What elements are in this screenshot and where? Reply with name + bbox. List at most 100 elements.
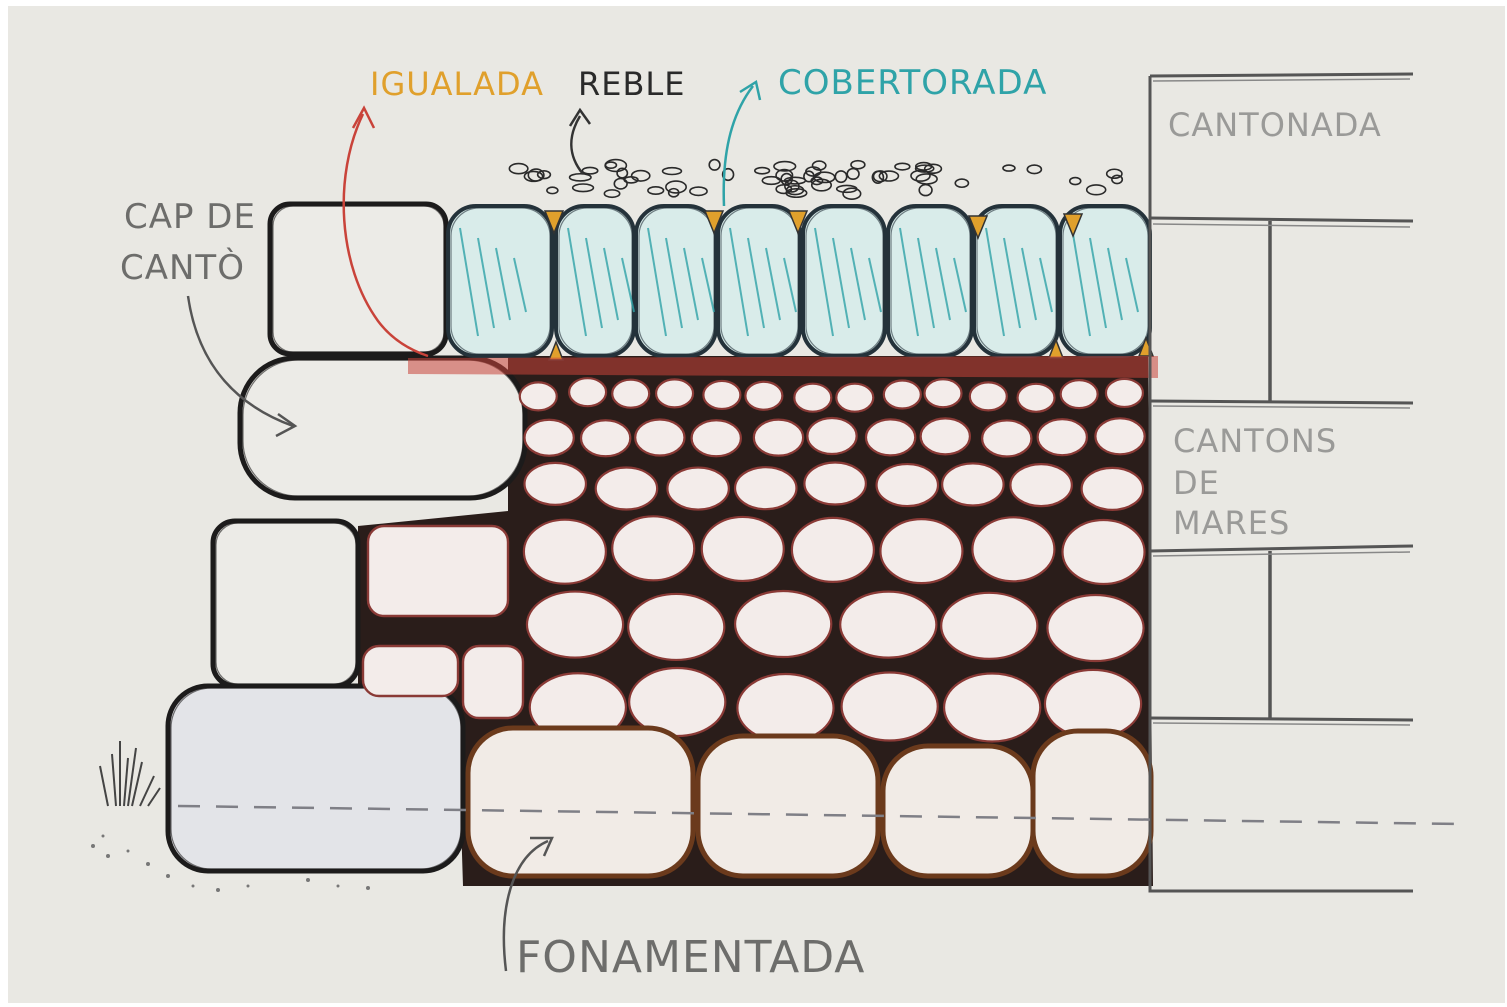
fill-stone	[944, 673, 1040, 741]
gravel	[690, 187, 707, 195]
fill-stone	[754, 420, 803, 456]
gravel	[632, 171, 650, 181]
fill-stone	[656, 379, 693, 407]
fill-stone	[525, 463, 586, 505]
gravel	[582, 167, 597, 174]
fill-stone	[1106, 379, 1143, 407]
foundation-stone	[1033, 731, 1151, 876]
fill-stone	[794, 384, 831, 412]
fill-stone	[463, 646, 523, 718]
gravel	[1027, 165, 1041, 174]
gravel	[1112, 175, 1122, 183]
fill-stone	[792, 518, 874, 582]
label-cantonada: CANTONADA	[1168, 104, 1382, 146]
gravel	[835, 171, 846, 182]
fill-stone	[941, 593, 1037, 659]
foundation-stone	[468, 728, 693, 876]
gravel	[509, 164, 527, 174]
fill-stone	[1061, 380, 1098, 408]
gravel	[1003, 165, 1015, 171]
fill-stone	[525, 420, 574, 456]
fill-stone	[921, 418, 970, 454]
fill-stone	[635, 420, 684, 456]
fill-stone	[1045, 670, 1141, 738]
gravel	[663, 168, 682, 175]
fill-stone	[735, 591, 831, 657]
corner-stone	[240, 358, 525, 498]
gravel	[1087, 185, 1106, 195]
fill-stone	[1018, 384, 1055, 412]
fill-stone	[368, 526, 508, 616]
fill-stone	[363, 646, 458, 696]
fill-stone	[807, 418, 856, 454]
label-fonamentada: FONAMENTADA	[516, 930, 865, 986]
fill-stone	[1082, 468, 1143, 510]
corner-stone	[168, 686, 463, 871]
fill-stone	[628, 594, 724, 660]
fill-stone	[880, 519, 962, 583]
fill-stone	[836, 384, 873, 412]
fill-stone	[1095, 418, 1144, 454]
gravel	[573, 184, 594, 192]
gravel	[843, 188, 861, 199]
fill-stone	[596, 468, 657, 510]
fill-stone	[804, 463, 865, 505]
label-igualada: IGUALADA	[370, 64, 544, 104]
fill-stone	[970, 382, 1007, 410]
gravel	[604, 190, 619, 197]
fill-stone	[942, 463, 1003, 505]
fill-stone	[524, 520, 606, 584]
fill-stone	[884, 380, 921, 408]
igualada-arrowhead	[353, 108, 374, 128]
corner-stone	[270, 204, 446, 354]
gravel	[648, 187, 664, 194]
foundation-stone	[883, 746, 1033, 876]
fill-stone	[745, 382, 782, 410]
gravel	[919, 185, 932, 196]
fill-stone	[737, 674, 833, 742]
fill-stone	[1038, 419, 1087, 455]
gravel	[1070, 178, 1081, 185]
gravel	[847, 169, 859, 180]
fill-stone	[840, 592, 936, 658]
label-reble: REBLE	[578, 64, 685, 104]
label-cantons-line1: CANTONS	[1173, 420, 1337, 462]
fill-stone	[702, 517, 784, 581]
fill-stone	[877, 464, 938, 506]
fill-stone	[972, 517, 1054, 581]
fill-stone	[1010, 464, 1071, 506]
reble-arrow	[571, 116, 583, 174]
gravel	[895, 163, 910, 170]
fill-stone	[569, 378, 606, 406]
gravel	[955, 179, 968, 187]
coping-stone	[448, 206, 552, 356]
foundation-stone	[698, 736, 878, 876]
fill-stone	[1063, 520, 1145, 584]
fill-stone	[925, 379, 962, 407]
fill-stone	[982, 420, 1031, 456]
fill-stone	[612, 516, 694, 580]
corner-stone	[213, 521, 358, 686]
sketch-paper: IGUALADA REBLE COBERTORADA CAP DE CANTÒ …	[8, 6, 1505, 1003]
fill-stone	[612, 380, 649, 408]
fill-stone	[527, 592, 623, 658]
fill-stone	[520, 382, 557, 410]
fill-stone	[667, 468, 728, 510]
cobertorada-arrow	[724, 86, 753, 206]
fill-stone	[692, 420, 741, 456]
fill-stone	[735, 467, 796, 509]
gravel	[1107, 169, 1122, 178]
fill-stone	[842, 673, 938, 741]
gravel	[547, 187, 558, 193]
fill-stone	[1047, 595, 1143, 661]
gravel	[570, 174, 591, 181]
gravel	[614, 179, 627, 189]
grass-tuft	[100, 741, 160, 806]
label-cobertorada: COBERTORADA	[778, 62, 1047, 104]
label-cap-de-canto-line1: CAP DE	[124, 191, 256, 243]
fill-stone	[581, 420, 630, 456]
label-cantons-line2: DE	[1173, 462, 1220, 504]
label-cantons-line3: MARES	[1173, 502, 1290, 544]
gravel	[605, 162, 616, 168]
fill-stone	[703, 381, 740, 409]
